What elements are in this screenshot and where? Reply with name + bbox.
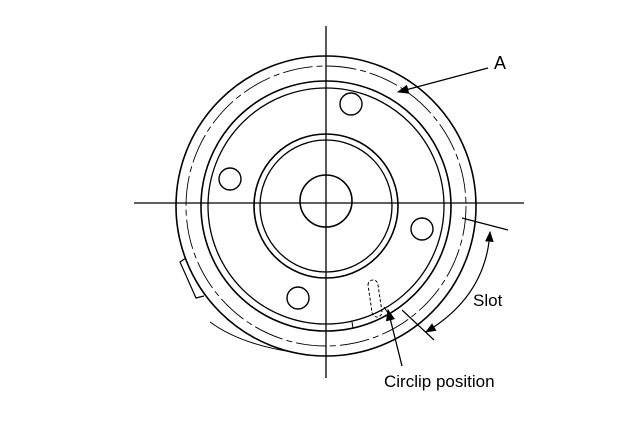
slot-dimension-arc: [425, 230, 494, 333]
slot-edge-line-bottom: [401, 309, 435, 341]
bolt-hole: [410, 217, 434, 241]
circlip-outline: [367, 279, 383, 318]
leader-a: [396, 67, 489, 94]
rim-flange: [209, 321, 293, 353]
bolt-hole: [218, 167, 242, 191]
leader-circlip: [386, 308, 403, 367]
tick-mark: [351, 321, 354, 329]
bolt-hole: [339, 92, 363, 116]
slot-edge-line-top: [461, 217, 509, 231]
outer-rim-inner-edge: [185, 65, 467, 347]
label-circlip-position: Circlip position: [384, 372, 495, 391]
label-slot: Slot: [473, 291, 503, 310]
rim-tab: [179, 257, 205, 299]
bolt-hole: [286, 286, 310, 310]
label-a: A: [494, 53, 507, 73]
